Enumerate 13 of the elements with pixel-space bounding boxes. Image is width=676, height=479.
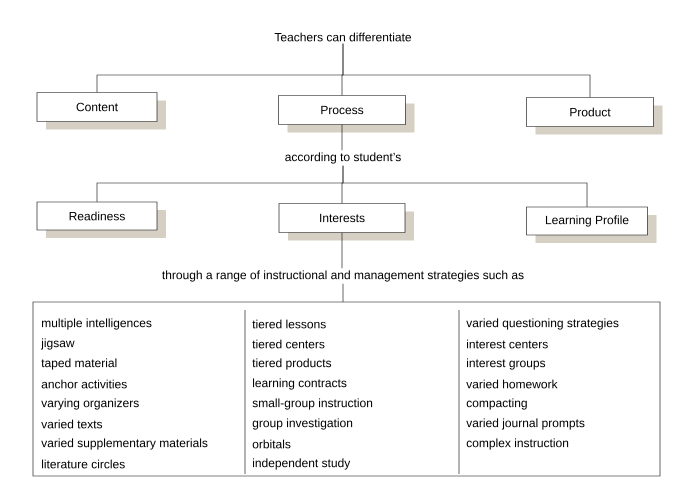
heading-text: according to student’s (282, 150, 404, 166)
strategy-table: multiple intelligences jigsaw taped material anchor activities varying organizers varied texts varied supplementary materials literature circles tiered lessons tiered centers tiered products learning contracts small-group instruction group investigation orbitals independent study varied questioning strategies interest centers interest groups varied homework compacting varied journal prompts complex instruction (32, 302, 660, 476)
category-box: Process (278, 95, 414, 132)
heading-text: through a range of instructional and management strategies such as (160, 268, 526, 284)
category-box: Product (526, 97, 663, 134)
connector-line (342, 166, 588, 207)
category-box: Interests (278, 203, 414, 240)
connector-line (342, 284, 344, 302)
category-box: Content (36, 92, 166, 130)
heading-text: Teachers can differentiate (272, 30, 414, 44)
category-box: Learning Profile (526, 206, 656, 243)
connector-line (342, 43, 590, 98)
category-box: Readiness (36, 202, 166, 238)
